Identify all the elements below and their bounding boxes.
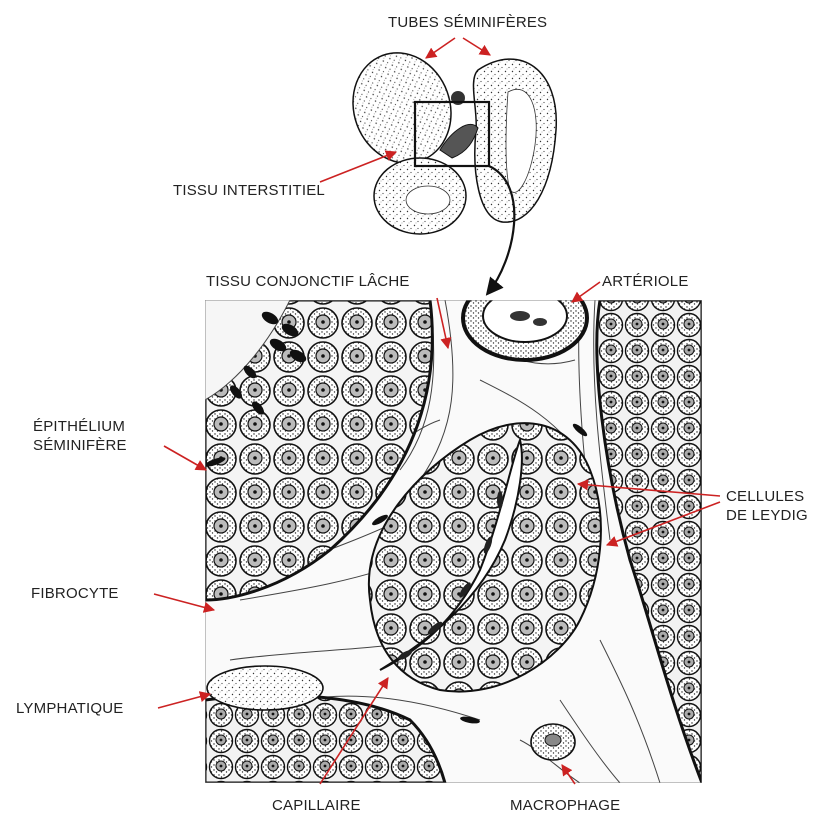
arrow-lymphatique (158, 694, 210, 708)
histology-panel (204, 276, 702, 783)
arrow-epithelium (164, 446, 206, 470)
label-macrophage: MACROPHAGE (510, 796, 620, 815)
label-cellules-line2: DE LEYDIG (726, 506, 808, 525)
arrow-tubes-left (426, 38, 455, 58)
label-lymphatique: LYMPHATIQUE (16, 699, 124, 718)
tubule-top-left (338, 39, 467, 177)
label-epithelium-seminifere: ÉPITHÉLIUM SÉMINIFÈRE (33, 417, 127, 455)
label-fibrocyte: FIBROCYTE (31, 584, 119, 603)
arrow-arteriole (572, 282, 600, 302)
label-cellules-line1: CELLULES (726, 487, 808, 506)
arrow-tubes-right (463, 38, 490, 55)
label-epithelium-line1: ÉPITHÉLIUM (33, 417, 127, 436)
label-tissu-interstitiel: TISSU INTERSTITIEL (173, 181, 325, 200)
label-capillaire: CAPILLAIRE (272, 796, 361, 815)
label-cellules-de-leydig: CELLULES DE LEYDIG (726, 487, 808, 525)
tubule-bottom-lumen (406, 186, 450, 214)
label-epithelium-line2: SÉMINIFÈRE (33, 436, 127, 455)
label-tubes-seminiferes: TUBES SÉMINIFÈRES (388, 13, 547, 32)
macrophage-cell (531, 724, 575, 760)
label-arteriole: ARTÉRIOLE (602, 272, 689, 291)
label-tissu-conjonctif-lache: TISSU CONJONCTIF LÂCHE (206, 272, 410, 291)
arteriole-vessel (463, 276, 587, 360)
lymphatic-vessel (207, 666, 323, 710)
overview-section (338, 39, 557, 293)
